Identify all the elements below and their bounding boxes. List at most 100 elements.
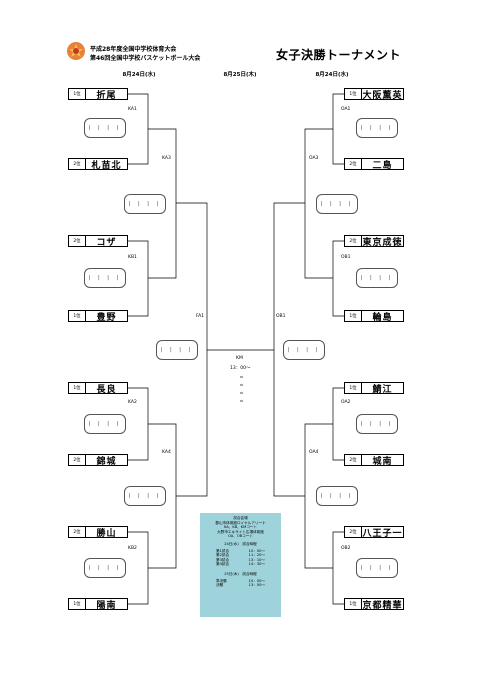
schedule-row: 第2試合 11：20～ xyxy=(200,553,281,558)
info-box: 試合会場 郡山市体育館ロイヤルアリーナ KA、KB、KMコート 大野市エキサイト… xyxy=(200,513,281,617)
schedule-row: 第1試合 10：00～ xyxy=(200,549,281,554)
match-code: OB2 xyxy=(341,546,351,551)
team-name: 鯖江 xyxy=(372,384,393,395)
team-slot-right-2: 2位二島 xyxy=(344,158,404,171)
match-code: FA1 xyxy=(196,314,205,319)
schedule-row: 準決勝 10：00～ xyxy=(200,579,281,584)
schedule-time: 10：00～ xyxy=(248,548,265,553)
day2-title: 25日(木) 試合時程 xyxy=(224,571,257,576)
score-box: | | | | xyxy=(84,414,126,434)
venue-2: 大野市エキサイト広場体育館 xyxy=(217,529,264,534)
team-slot-left-6: 2位錦城 xyxy=(68,454,128,467)
team-name: 勝山 xyxy=(96,528,117,539)
team-rank: 2位 xyxy=(345,159,362,169)
schedule-time: 11：20～ xyxy=(248,553,265,558)
match-code: OA2 xyxy=(341,400,351,405)
venue-1-courts: KA、KB、KMコート xyxy=(224,525,257,530)
team-slot-right-5: 1位鯖江 xyxy=(344,382,404,395)
schedule-time: 10：00～ xyxy=(248,578,265,583)
score-box: | | | | xyxy=(316,194,358,214)
team-name: 札苗北 xyxy=(91,160,122,171)
final-code: KM xyxy=(236,356,243,361)
team-rank: 1位 xyxy=(69,383,86,393)
score-box: | | | | xyxy=(124,486,166,506)
match-code: KA4 xyxy=(162,450,171,455)
team-slot-right-7: 2位八王子一 xyxy=(344,526,404,539)
match-code: OB1 xyxy=(341,255,351,260)
final-time: 13：00～ xyxy=(230,366,251,371)
match-code: KA3 xyxy=(162,156,171,161)
team-rank: 2位 xyxy=(69,159,86,169)
schedule-row: 第3試合 13：10～ xyxy=(200,558,281,563)
team-name: 豊野 xyxy=(96,312,117,323)
score-box: | | | | xyxy=(356,558,398,578)
team-slot-left-3: 2位コザ xyxy=(68,235,128,248)
date-right: 8月24日(水) xyxy=(315,72,349,78)
match-code: KB1 xyxy=(128,255,137,260)
schedule-label: 準決勝 xyxy=(216,578,227,583)
team-name: 二島 xyxy=(372,160,393,171)
team-slot-right-1: 1位大阪薫英 xyxy=(344,88,404,101)
score-box: | | | | xyxy=(356,118,398,138)
header-line-2: 第46回全国中学校バスケットボール大会 xyxy=(90,55,201,62)
team-rank: 1位 xyxy=(345,599,362,609)
team-rank: 2位 xyxy=(69,455,86,465)
team-name: 大阪薫英 xyxy=(362,90,403,101)
schedule-label: 第2試合 xyxy=(216,553,230,558)
venue-1: 郡山市体育館ロイヤルアリーナ xyxy=(215,520,266,525)
team-slot-left-4: 1位豊野 xyxy=(68,310,128,323)
date-center: 8月25日(木) xyxy=(223,72,257,78)
team-name: 陽南 xyxy=(96,600,117,611)
team-name: 東京成徳 xyxy=(362,237,403,248)
team-name: コザ xyxy=(96,237,117,248)
venue-title: 試合会場 xyxy=(233,516,248,520)
team-rank: 1位 xyxy=(69,89,86,99)
match-code: KB2 xyxy=(128,546,137,551)
day1-title: 24日(水) 試合時程 xyxy=(224,541,257,546)
team-rank: 2位 xyxy=(69,236,86,246)
team-rank: 1位 xyxy=(345,383,362,393)
team-rank: 2位 xyxy=(69,527,86,537)
team-name: 輪島 xyxy=(372,312,393,323)
team-rank: 1位 xyxy=(345,311,362,321)
score-box: | | | | xyxy=(84,118,126,138)
schedule-label: 第1試合 xyxy=(216,548,230,553)
match-code: KA1 xyxy=(128,107,137,112)
page-title: 女子決勝トーナメント xyxy=(276,48,402,62)
score-box: | | | | xyxy=(84,268,126,288)
team-slot-left-8: 1位陽南 xyxy=(68,598,128,611)
match-code: OA4 xyxy=(309,450,319,455)
score-box: | | | | xyxy=(356,414,398,434)
score-box: | | | | xyxy=(156,340,198,360)
team-slot-right-4: 1位輪島 xyxy=(344,310,404,323)
schedule-time: 13：00～ xyxy=(248,583,265,588)
schedule-label: 第3試合 xyxy=(216,557,230,562)
team-rank: 2位 xyxy=(345,236,362,246)
score-box: | | | | xyxy=(283,340,325,360)
schedule-label: 第4試合 xyxy=(216,562,230,567)
match-code: OA1 xyxy=(341,107,351,112)
score-box: | | | | xyxy=(316,486,358,506)
team-slot-left-5: 1位長良 xyxy=(68,382,128,395)
team-name: 錦城 xyxy=(96,456,117,467)
team-slot-right-8: 1位京都精華 xyxy=(344,598,404,611)
team-rank: 1位 xyxy=(69,311,86,321)
team-rank: 2位 xyxy=(345,455,362,465)
team-rank: 2位 xyxy=(345,527,362,537)
team-slot-right-3: 2位東京成徳 xyxy=(344,235,404,248)
schedule-time: 13：10～ xyxy=(248,557,265,562)
team-name: 長良 xyxy=(96,384,117,395)
team-slot-left-1: 1位折尾 xyxy=(68,88,128,101)
team-slot-left-2: 2位札苗北 xyxy=(68,158,128,171)
venue-2-courts: OA、OBコート xyxy=(228,534,253,539)
match-code: OA3 xyxy=(309,156,319,161)
score-box: | | | | xyxy=(356,268,398,288)
team-rank: 1位 xyxy=(345,89,362,99)
header-line-1: 平成28年度全国中学校体育大会 xyxy=(90,46,177,53)
tournament-logo xyxy=(66,41,86,61)
team-rank: 1位 xyxy=(69,599,86,609)
score-box: | | | | xyxy=(124,194,166,214)
